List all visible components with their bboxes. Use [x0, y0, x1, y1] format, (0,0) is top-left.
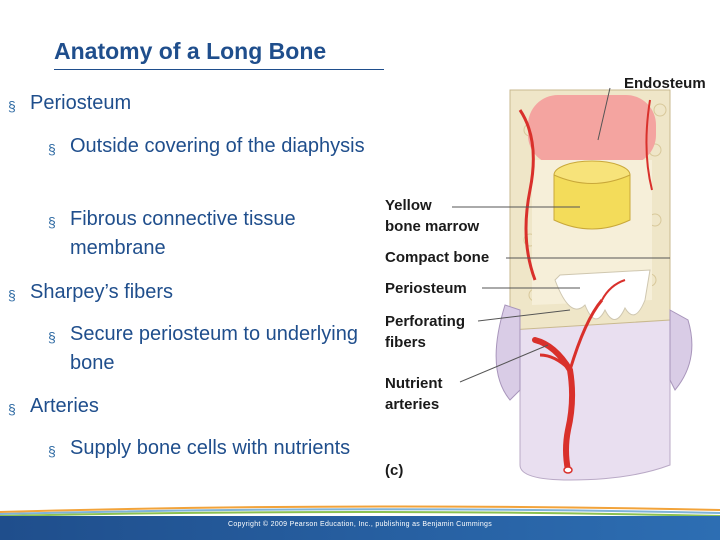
leader-nutrient [459, 344, 549, 383]
spongy-bone [528, 95, 656, 165]
bullet-text: Periosteum [30, 92, 132, 114]
artery-end [563, 466, 573, 474]
bullet-level2: § Fibrous connective tissue membrane [48, 205, 390, 263]
label-perforating-line1: Perforating [385, 313, 466, 330]
label-endosteum: Endosteum [624, 75, 706, 92]
bullet-text: Fibrous connective tissue membrane [70, 208, 296, 259]
footer-stripes [0, 505, 720, 516]
artery-branch [568, 299, 604, 371]
yellow-marrow-body [553, 174, 631, 230]
bullet-marker: § [8, 98, 16, 114]
slide-title: Anatomy of a Long Bone [54, 38, 327, 64]
label-nutrient-line2: arteries [385, 396, 440, 413]
bullet-level2: § Secure periosteum to underlying bone [48, 320, 390, 378]
label-compact-bone: Compact bone [385, 249, 490, 266]
periosteum-flap-right [669, 309, 693, 391]
bullet-marker: § [8, 287, 16, 303]
bullet-text: Outside covering of the diaphysis [70, 135, 365, 157]
label-yellow-marrow-line1: Yellow [385, 197, 432, 214]
bullet-level2: § Supply bone cells with nutrients [48, 434, 390, 463]
bullet-text: Secure periosteum to underlying bone [70, 323, 358, 374]
bullet-text: Supply bone cells with nutrients [70, 437, 351, 459]
bullet-level1: § Sharpey’s fibers [8, 280, 174, 304]
bullet-text: Sharpey’s fibers [30, 281, 174, 303]
artery-branch [645, 99, 653, 191]
nutrient-artery [532, 337, 576, 473]
leader-endosteum [597, 87, 611, 141]
title-underline [54, 69, 384, 70]
bullet-marker: § [48, 141, 56, 157]
long-bone-illustration [452, 87, 693, 481]
copyright-text: Copyright © 2009 Pearson Education, Inc.… [227, 521, 493, 528]
bone-shaft [519, 309, 671, 481]
bullet-marker: § [48, 443, 56, 459]
artery-branch [601, 279, 626, 301]
bullet-marker: § [48, 214, 56, 230]
label-periosteum: Periosteum [385, 280, 467, 297]
bullet-text: Arteries [30, 395, 99, 417]
artery-branch [518, 109, 537, 281]
label-perforating-line2: fibers [385, 334, 426, 351]
label-panel: (c) [385, 462, 404, 479]
bullet-marker: § [48, 329, 56, 345]
label-yellow-marrow-line2: bone marrow [385, 218, 480, 235]
bullet-marker: § [8, 401, 16, 417]
bullet-level1: § Arteries [8, 394, 99, 418]
leader-perforating [477, 309, 571, 322]
artery-branch [539, 353, 572, 372]
bullet-level2: § Outside covering of the diaphysis [48, 132, 390, 161]
label-nutrient-line1: Nutrient [385, 375, 443, 392]
periosteum-flap [495, 304, 521, 401]
footer-bar [0, 516, 720, 540]
bullet-level1: § Periosteum [8, 91, 132, 115]
periosteum-fibers [554, 269, 651, 320]
